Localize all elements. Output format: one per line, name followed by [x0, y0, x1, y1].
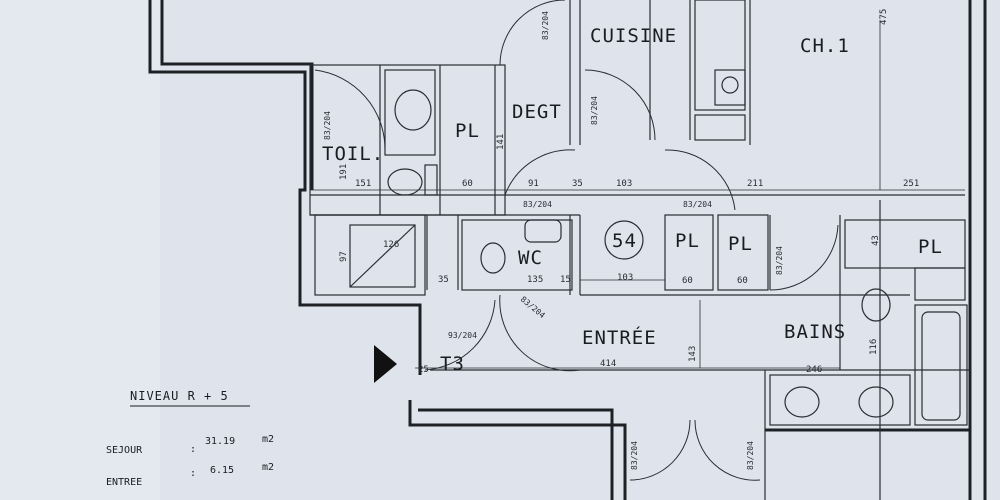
legend-row-label: SEJOUR [106, 445, 143, 456]
room-label-ch1: CH.1 [800, 35, 850, 57]
room-label-pl-2: PL [675, 230, 700, 252]
room-label-pl-1: PL [455, 120, 480, 142]
dim-label: 35 [438, 275, 449, 285]
door-label: 83/204 [775, 246, 784, 275]
sink-icon [858, 386, 894, 418]
dim-label: 414 [600, 359, 616, 369]
apt-number-circle [604, 220, 644, 260]
room-label-pl-4: PL [918, 236, 943, 258]
room-label-bains: BAINS [784, 321, 846, 343]
exterior-walls [148, 0, 987, 500]
dim-label: 246 [806, 365, 822, 375]
toilet-icon [861, 288, 891, 322]
legend: NIVEAU R + 5 SEJOUR : 31.19 m2 ENTREE : … [106, 389, 274, 488]
dim-label: 103 [617, 273, 633, 283]
dim-label: 211 [747, 179, 763, 189]
dim-label: 126 [383, 240, 399, 250]
legend-row-sep: : [190, 468, 196, 479]
door-label: 83/204 [541, 11, 550, 40]
dim-label: 60 [682, 276, 693, 286]
dim-label: 143 [688, 346, 698, 362]
dim-label: 43 [871, 235, 881, 246]
door-label: 93/204 [448, 331, 477, 340]
dim-label: 475 [879, 9, 889, 25]
room-label-t3: T3 [440, 353, 465, 375]
room-label-cuisine: CUISINE [590, 25, 677, 47]
dim-label: 103 [616, 179, 632, 189]
dim-label: 97 [339, 251, 349, 262]
legend-row-value: 6.15 [210, 465, 234, 476]
dim-label: 91 [528, 179, 539, 189]
dim-label: 35 [572, 179, 583, 189]
room-label-entree: ENTRÉE [582, 326, 657, 349]
door-label: 83/204 [523, 200, 552, 209]
dim-label: 135 [527, 275, 543, 285]
dim-label: 116 [869, 339, 879, 355]
toilet-icon [480, 242, 506, 274]
door-label: 83/204 [683, 200, 712, 209]
apt-number: 54 [612, 230, 637, 252]
legend-row-unit: m2 [262, 434, 274, 445]
legend-title: NIVEAU R + 5 [130, 389, 229, 403]
direction-arrow-icon [374, 345, 397, 383]
dim-label: 191 [339, 164, 349, 180]
toilet-icon [387, 168, 423, 196]
door-label: 83/204 [630, 441, 639, 470]
door-label: 83/204 [519, 295, 547, 321]
door-swings [314, 0, 839, 481]
legend-row-sep: : [190, 444, 196, 455]
dim-label: 15 [560, 275, 571, 285]
dim-label: 25 [418, 365, 429, 375]
room-label-pl-3: PL [728, 233, 753, 255]
dim-label: 151 [355, 179, 371, 189]
legend-row-unit: m2 [262, 462, 274, 473]
dim-label: 141 [496, 134, 506, 150]
door-label: 83/204 [746, 441, 755, 470]
page-margin [0, 0, 160, 500]
dim-label: 251 [903, 179, 919, 189]
room-label-wc: WC [518, 247, 543, 269]
door-label: 83/204 [323, 111, 332, 140]
dim-label: 60 [737, 276, 748, 286]
fixtures [387, 76, 894, 418]
hob-icon [721, 76, 739, 94]
legend-row-label: ENTREE [106, 477, 142, 488]
door-label: 83/204 [590, 96, 599, 125]
dimension-lines [310, 20, 965, 369]
sink-icon [394, 89, 432, 131]
dim-label: 60 [462, 179, 473, 189]
sink-icon [784, 386, 820, 418]
room-label-toil: TOIL. [322, 143, 384, 165]
room-label-degt: DEGT [512, 101, 562, 123]
legend-row-value: 31.19 [205, 436, 235, 447]
